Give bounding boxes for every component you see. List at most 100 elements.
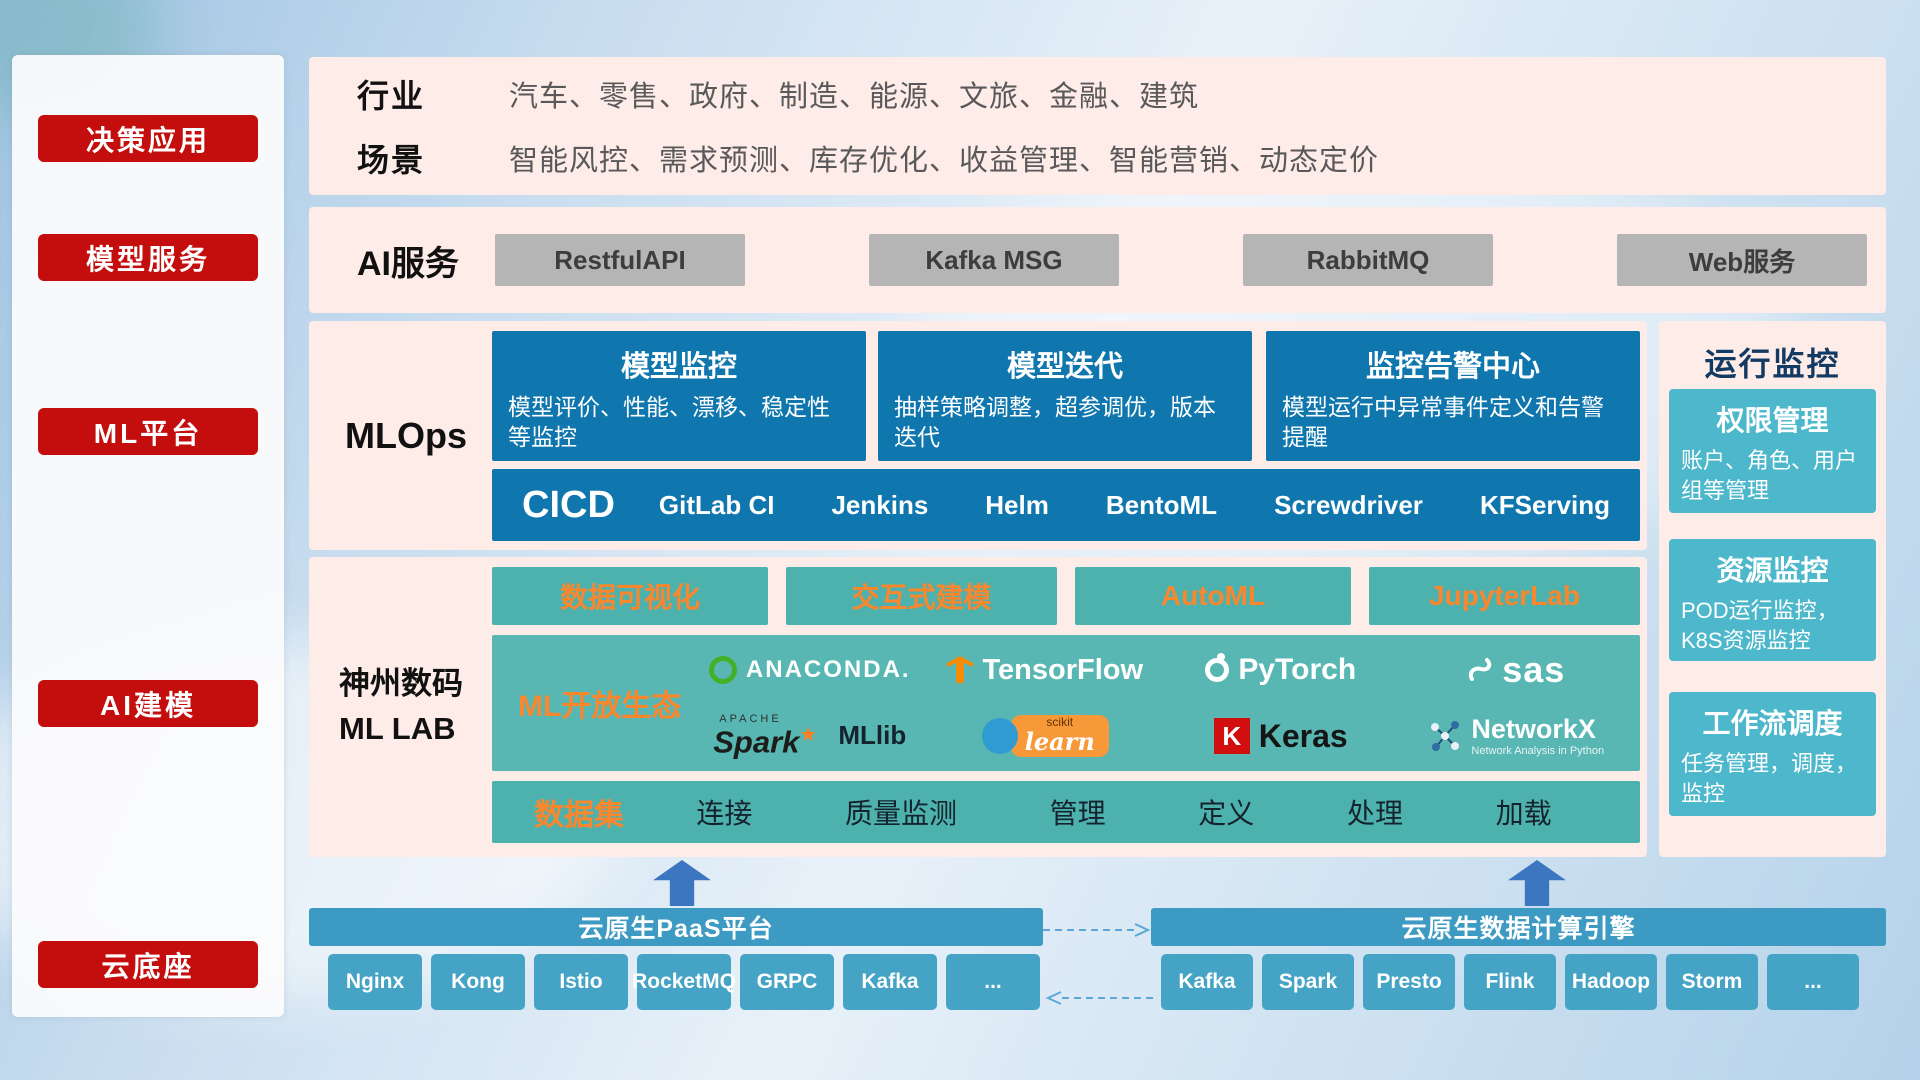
service-rabbitmq: RabbitMQ bbox=[1243, 234, 1493, 286]
networkx-logo: NetworkX Network Analysis in Python bbox=[1428, 714, 1605, 757]
dataset-load: 加载 bbox=[1495, 798, 1552, 829]
sidebar-item-ai-modeling: AI建模 bbox=[38, 680, 258, 727]
scenario-row: 场景 智能风控、需求预测、库存优化、收益管理、智能营销、动态定价 bbox=[357, 126, 1886, 190]
dataset-items: 连接 质量监测 管理 定义 处理 加载 bbox=[650, 792, 1598, 832]
pytorch-logo: PyTorch bbox=[1205, 653, 1356, 687]
paas-more: ... bbox=[946, 954, 1040, 1010]
keras-text: Keras bbox=[1258, 717, 1348, 754]
ml-ecosystem-logos: ANACONDA. TensorFlow PyTorch sas bbox=[692, 637, 1634, 769]
mlops-panel: MLOps 模型监控 模型评价、性能、漂移、稳定性等监控 模型迭代 抽样策略调整… bbox=[309, 321, 1647, 550]
dashed-connector-icons bbox=[1043, 923, 1153, 1005]
tensorflow-text: TensorFlow bbox=[982, 653, 1144, 686]
networkx-wordmark: NetworkX Network Analysis in Python bbox=[1471, 714, 1605, 757]
pytorch-icon bbox=[1205, 653, 1230, 682]
scikit-text: scikit bbox=[1046, 715, 1074, 730]
paas-kong: Kong bbox=[431, 954, 525, 1010]
monitoring-title: 运行监控 bbox=[1704, 346, 1841, 382]
industry-panel: 行业 汽车、零售、政府、制造、能源、文旅、金融、建筑 场景 智能风控、需求预测、… bbox=[309, 57, 1886, 195]
service-kafka-msg: Kafka MSG bbox=[869, 234, 1119, 286]
paas-platform-bar: 云原生PaaS平台 bbox=[309, 908, 1043, 946]
up-arrow-icon bbox=[1508, 860, 1566, 906]
card-title: 模型监控 bbox=[620, 351, 737, 383]
card-desc: POD运行监控，K8S资源监控 bbox=[1681, 598, 1839, 653]
mllab-panel: 神州数码 ML LAB 数据可视化 交互式建模 AutoML JupyterLa… bbox=[309, 557, 1647, 857]
engine-storm: Storm bbox=[1666, 954, 1758, 1010]
dataset-define: 定义 bbox=[1198, 798, 1255, 829]
paas-kafka: Kafka bbox=[843, 954, 937, 1010]
card-title: 权限管理 bbox=[1716, 405, 1829, 436]
sidebar-item-decision-apps: 决策应用 bbox=[38, 115, 258, 162]
anaconda-logo: ANACONDA. bbox=[708, 656, 911, 684]
networkx-icon bbox=[1431, 721, 1460, 751]
tool-jupyterlab: JupyterLab bbox=[1369, 567, 1640, 625]
monitoring-panel: 运行监控 权限管理 账户、角色、用户组等管理 资源监控 POD运行监控，K8S资… bbox=[1659, 321, 1886, 857]
engine-presto: Presto bbox=[1363, 954, 1455, 1010]
card-workflow-scheduling: 工作流调度 任务管理，调度，监控 bbox=[1669, 692, 1876, 816]
card-desc: 模型运行中异常事件定义和告警提醒 bbox=[1282, 394, 1604, 450]
engine-kafka: Kafka bbox=[1161, 954, 1253, 1010]
service-restfulapi: RestfulAPI bbox=[495, 234, 745, 286]
dataset-process: 处理 bbox=[1346, 798, 1403, 829]
industry-label: 行业 bbox=[357, 78, 426, 114]
card-title: 资源监控 bbox=[1716, 555, 1829, 586]
data-engine-bar: 云原生数据计算引擎 bbox=[1151, 908, 1886, 946]
card-title: 监控告警中心 bbox=[1365, 351, 1540, 383]
card-desc: 抽样策略调整，超参调优，版本迭代 bbox=[894, 394, 1216, 450]
engine-hadoop: Hadoop bbox=[1565, 954, 1657, 1010]
cicd-gitlab-ci: GitLab CI bbox=[658, 489, 775, 520]
scikit-learn-icon bbox=[981, 718, 1018, 754]
paas-istio: Istio bbox=[534, 954, 628, 1010]
ml-ecosystem-panel: ML开放生态 ANACONDA. TensorFlow PyTorch bbox=[492, 635, 1640, 771]
sidebar-item-cloud-base: 云底座 bbox=[38, 941, 258, 988]
cicd-kfserving: KFServing bbox=[1479, 489, 1610, 520]
engine-spark: Spark bbox=[1262, 954, 1354, 1010]
card-permission-mgmt: 权限管理 账户、角色、用户组等管理 bbox=[1669, 389, 1876, 513]
sidebar-item-ml-platform: ML平台 bbox=[38, 408, 258, 455]
spark-text: Spark★ bbox=[713, 724, 818, 760]
ai-service-label: AI服务 bbox=[357, 244, 459, 283]
tool-data-visualization: 数据可视化 bbox=[492, 567, 768, 625]
spark-mllib-logo: APACHE Spark★ MLlib bbox=[713, 714, 907, 760]
networkx-subtitle: Network Analysis in Python bbox=[1471, 744, 1605, 757]
mllib-text: MLlib bbox=[838, 720, 907, 751]
cicd-screwdriver: Screwdriver bbox=[1274, 489, 1423, 520]
learn-text: learn bbox=[1024, 726, 1095, 756]
dataset-bar: 数据集 连接 质量监测 管理 定义 处理 加载 bbox=[492, 781, 1640, 843]
sas-logo: sas bbox=[1467, 649, 1565, 691]
card-model-monitoring: 模型监控 模型评价、性能、漂移、稳定性等监控 bbox=[492, 331, 866, 461]
cicd-label: CICD bbox=[522, 483, 615, 526]
scenario-value: 智能风控、需求预测、库存优化、收益管理、智能营销、动态定价 bbox=[509, 145, 1380, 177]
dataset-quality: 质量监测 bbox=[844, 798, 957, 829]
pytorch-text: PyTorch bbox=[1238, 653, 1357, 686]
scikit-learn-logo: scikit learn bbox=[981, 715, 1109, 757]
tensorflow-icon bbox=[947, 656, 974, 684]
keras-icon: K bbox=[1213, 718, 1250, 754]
dataset-connect: 连接 bbox=[696, 798, 753, 829]
card-alert-center: 监控告警中心 模型运行中异常事件定义和告警提醒 bbox=[1266, 331, 1640, 461]
sas-icon bbox=[1469, 658, 1492, 681]
card-title: 工作流调度 bbox=[1702, 708, 1843, 739]
sidebar-item-model-service: 模型服务 bbox=[38, 234, 258, 281]
card-desc: 账户、角色、用户组等管理 bbox=[1681, 448, 1858, 503]
tool-interactive-modeling: 交互式建模 bbox=[786, 567, 1057, 625]
scenario-label: 场景 bbox=[357, 142, 426, 178]
paas-rocketmq: RocketMQ bbox=[632, 954, 736, 1010]
keras-logo: K Keras bbox=[1213, 717, 1348, 755]
tool-automl: AutoML bbox=[1075, 567, 1351, 625]
ai-service-panel: AI服务 RestfulAPI Kafka MSG RabbitMQ Web服务 bbox=[309, 207, 1886, 313]
industry-value: 汽车、零售、政府、制造、能源、文旅、金融、建筑 bbox=[509, 81, 1200, 113]
cicd-jenkins: Jenkins bbox=[831, 489, 929, 520]
anaconda-text: ANACONDA. bbox=[745, 656, 911, 683]
card-title: 模型迭代 bbox=[1006, 351, 1123, 383]
industry-row: 行业 汽车、零售、政府、制造、能源、文旅、金融、建筑 bbox=[357, 62, 1886, 126]
mllab-label: 神州数码 ML LAB bbox=[339, 557, 489, 857]
cicd-bentoml: BentoML bbox=[1105, 489, 1218, 520]
cicd-helm: Helm bbox=[985, 489, 1049, 520]
networkx-text: NetworkX bbox=[1471, 714, 1596, 745]
ml-ecosystem-label: ML开放生态 bbox=[518, 690, 682, 723]
engine-more: ... bbox=[1767, 954, 1859, 1010]
engine-flink: Flink bbox=[1464, 954, 1556, 1010]
service-web: Web服务 bbox=[1617, 234, 1867, 286]
up-arrow-icon bbox=[653, 860, 711, 906]
